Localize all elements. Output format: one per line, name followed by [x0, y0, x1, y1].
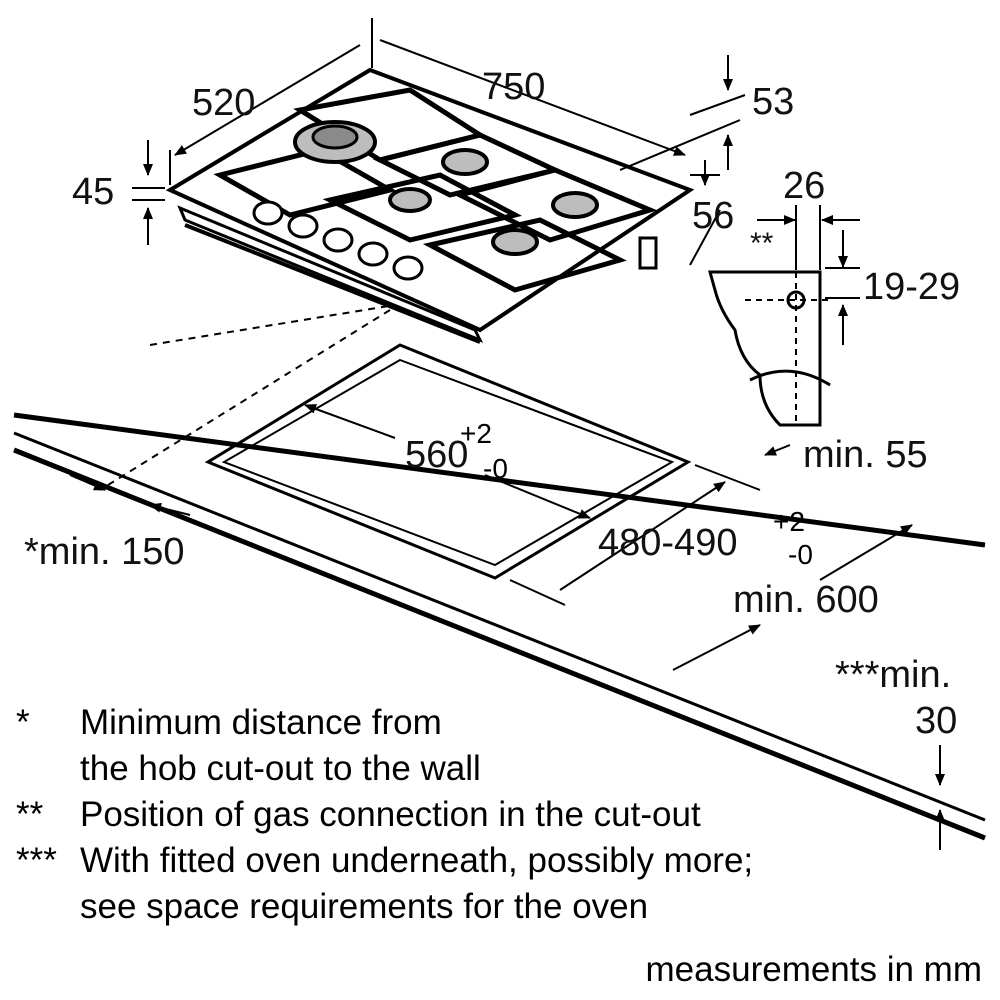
footnote-mark: * — [16, 703, 30, 742]
cutout — [204, 343, 692, 580]
dim-53-label: 53 — [752, 81, 795, 123]
dim-30-value: 30 — [915, 700, 958, 742]
dim-min-30-label: ***min. — [835, 654, 952, 696]
dim-min-55-label: min. 55 — [803, 434, 928, 476]
dim-min-600-label: min. 600 — [733, 579, 879, 621]
dim-19-29-label: 19-29 — [863, 266, 961, 308]
dimension-lines — [69, 18, 945, 850]
dim-45-label: 45 — [72, 171, 115, 213]
dim-750-label: 750 — [482, 66, 546, 108]
projection-lines — [99, 304, 396, 491]
dim-560-tolerance-minus: -0 — [483, 453, 508, 484]
footnote-2: ** Position of gas connection in the cut… — [16, 792, 996, 838]
units-note: measurements in mm — [645, 950, 982, 989]
footnote-mark: ** — [16, 795, 44, 834]
dim-560-tolerance-plus: +2 — [460, 418, 492, 449]
footnote-3: *** With fitted oven underneath, possibl… — [16, 838, 996, 930]
footnote-line: see space requirements for the oven — [80, 887, 649, 926]
dim-26-label: 26 — [783, 165, 826, 207]
gas-connection-marker: ** — [750, 227, 774, 260]
dim-480-tolerance-plus: +2 — [773, 506, 805, 537]
dim-480-tolerance-minus: -0 — [788, 539, 813, 570]
worktop-section — [708, 270, 831, 427]
dim-480-490-label: 480-490 — [598, 522, 738, 564]
hob — [165, 67, 695, 344]
footnote-line: Position of gas connection in the cut-ou… — [80, 795, 701, 834]
footnote-mark: *** — [16, 841, 57, 880]
dim-560-label: 560 — [405, 434, 469, 476]
footnote-1: * Minimum distance from the hob cut-out … — [16, 700, 996, 792]
dim-min-150-label: *min. 150 — [24, 531, 185, 573]
footnote-line: With fitted oven underneath, possibly mo… — [80, 841, 754, 880]
footnotes: * Minimum distance from the hob cut-out … — [16, 700, 996, 930]
dim-520-label: 520 — [192, 82, 256, 124]
dim-56-label: 56 — [692, 195, 735, 237]
footnote-line: the hob cut-out to the wall — [80, 749, 481, 788]
footnote-line: Minimum distance from — [80, 703, 442, 742]
